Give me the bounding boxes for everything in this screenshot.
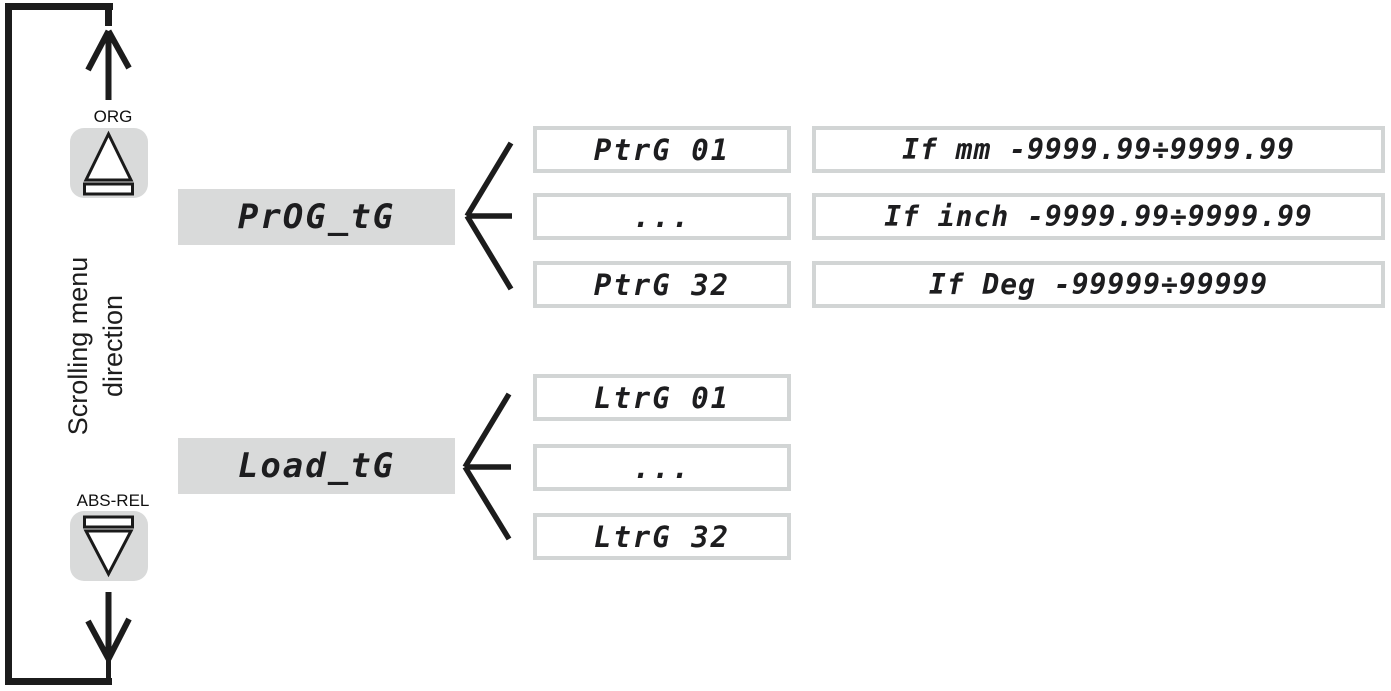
down-arrow-icon <box>85 592 132 679</box>
fork-prog-tg <box>464 141 514 291</box>
submenu-item-ellipsis: ... <box>533 193 791 240</box>
submenu-item-ptrg-01: PtrG 01 <box>533 126 791 173</box>
org-key[interactable] <box>70 128 148 198</box>
org-key-label: ORG <box>93 107 133 126</box>
abs-rel-key[interactable] <box>70 511 148 581</box>
menu-item-prog-tg: PrOG_tG <box>178 189 455 245</box>
abs-rel-key-label: ABS-REL <box>76 491 150 510</box>
value-range-deg: If Deg -99999÷99999 <box>812 261 1385 308</box>
scroll-loop-line <box>5 3 113 685</box>
submenu-item-ltrg-32: LtrG 32 <box>533 513 791 560</box>
submenu-item-ptrg-32: PtrG 32 <box>533 261 791 308</box>
scroll-direction-label: Scrolling menu direction <box>61 257 131 436</box>
fork-load-tg <box>462 392 512 541</box>
menu-item-load-tg: Load_tG <box>178 438 455 494</box>
submenu-item-ltrg-01: LtrG 01 <box>533 374 791 421</box>
value-range-inch: If inch -9999.99÷9999.99 <box>812 193 1385 240</box>
scroll-direction-line1: Scrolling menu <box>62 256 93 436</box>
down-triangle-icon <box>83 515 134 578</box>
value-range-mm: If mm -9999.99÷9999.99 <box>812 126 1385 173</box>
scroll-direction-line2: direction <box>98 294 128 398</box>
up-triangle-icon <box>83 130 134 196</box>
up-arrow-icon <box>85 29 132 100</box>
submenu-item-ellipsis-2: ... <box>533 444 791 491</box>
